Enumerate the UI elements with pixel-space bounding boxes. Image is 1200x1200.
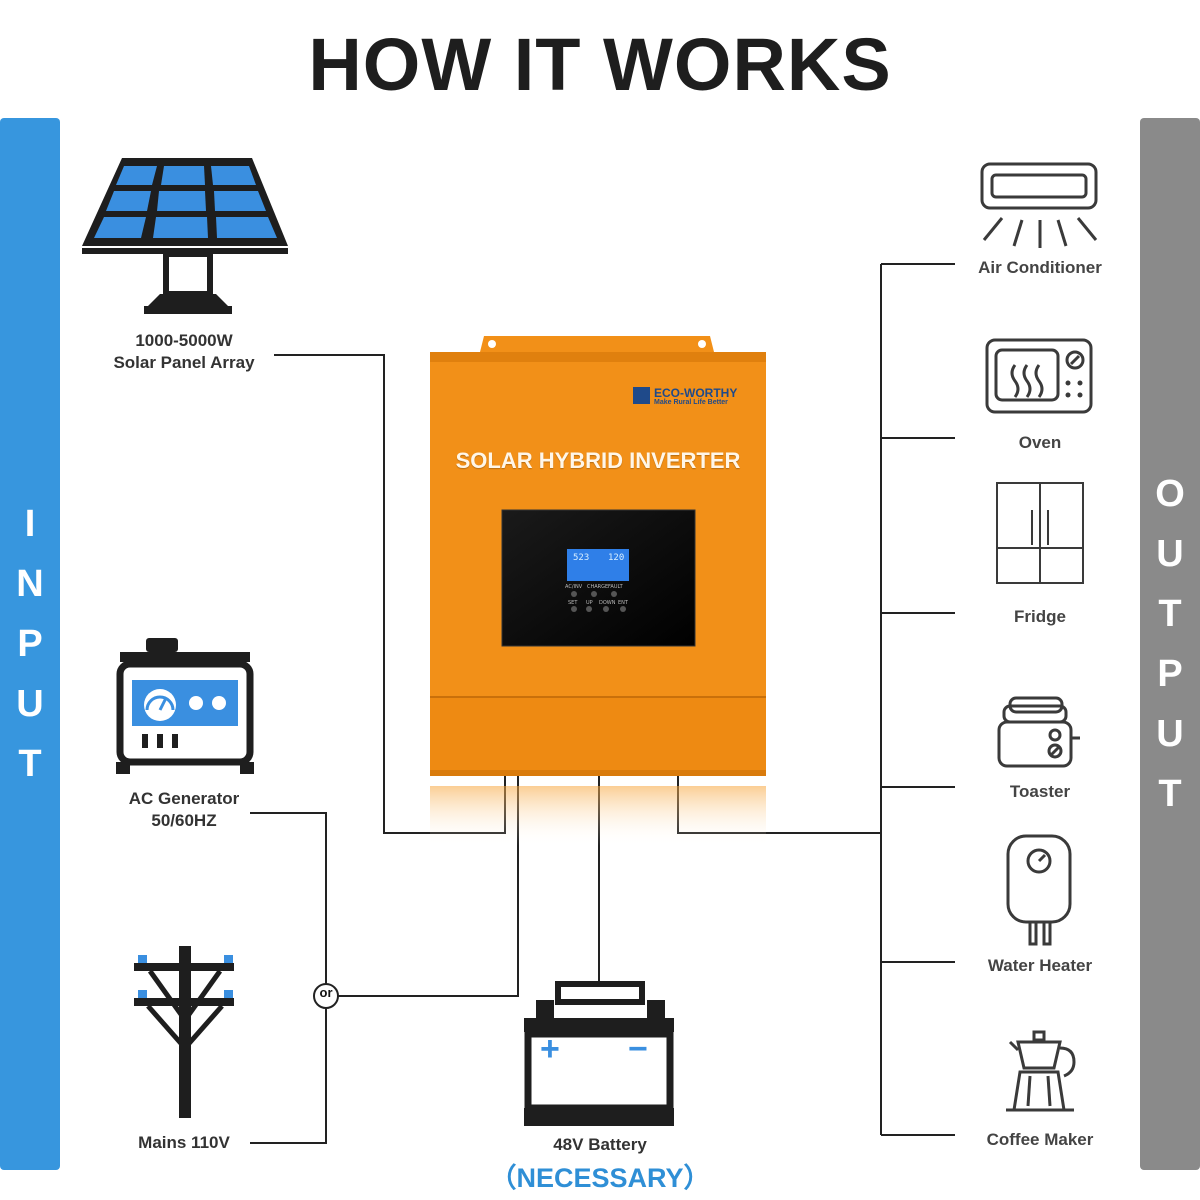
input-letter: I [24,503,36,545]
input-letter: U [16,683,44,725]
button-label: UP [586,600,593,606]
generator-label-name: AC Generator [128,789,240,808]
output-label-air-conditioner: Air Conditioner [978,258,1102,277]
inverter-title: SOLAR HYBRID INVERTER [455,448,741,473]
coffee-maker-icon [1006,1030,1076,1112]
lcd-readout-left: 523 [573,553,590,563]
lcd-screen [567,549,629,581]
battery-icon [524,981,674,1126]
inverter-unit [430,336,766,846]
output-letter: O [1155,473,1185,515]
water-heater-icon [1006,834,1072,946]
indicator-label: AC/INV [565,584,583,590]
solar-label: 1000-5000W Solar Panel Array [94,330,274,374]
input-letter: N [16,563,44,605]
solar-panel-icon [82,158,288,314]
fridge-icon [996,482,1084,584]
utility-pole-icon [134,946,234,1118]
button-label: DOWN [599,600,616,606]
toaster-icon [997,696,1080,768]
solar-label-power: 1000-5000W [135,331,233,350]
grid-wire [338,776,519,997]
or-label: or [319,985,333,1000]
button-label: SET [568,600,578,606]
indicator-label: FAULT [608,584,623,590]
or-junction [313,983,339,1009]
output-label-toaster: Toaster [1009,782,1071,801]
output-letter: T [1158,773,1182,815]
output-letter: U [1156,533,1184,575]
oven-icon [985,338,1093,414]
generator-label: AC Generator 50/60HZ [94,788,274,832]
output-letter: U [1156,713,1184,755]
output-letter: P [1157,653,1183,695]
button-label: ENT [618,600,628,606]
input-letter: P [17,623,43,665]
output-label-water-heater: Water Heater [987,956,1093,975]
battery-minus-sign: − [628,1030,648,1068]
generator-label-freq: 50/60HZ [151,811,217,830]
battery-plus-sign: + [540,1030,560,1068]
inverter-brand: ECO-WORTHY [654,386,738,400]
page-title: HOW IT WORKS [308,23,892,106]
output-letter: T [1158,593,1182,635]
output-sidebar: O U T P U T [1140,118,1200,1170]
output-label-oven: Oven [1018,433,1062,452]
generator-wire [250,812,327,984]
mains-wire [250,1007,327,1144]
solar-label-name: Solar Panel Array [113,353,255,372]
generator-icon [116,638,254,774]
mains-label: Mains 110V [138,1133,230,1152]
lcd-readout-right: 120 [608,553,625,563]
output-label-coffee-maker: Coffee Maker [986,1130,1094,1149]
output-label-fridge: Fridge [1014,607,1066,626]
inverter-logo [633,387,650,404]
air-conditioner-icon [980,162,1098,248]
inverter-tagline: Make Rural Life Better [654,399,728,406]
battery-label: 48V Battery [553,1135,647,1154]
battery-necessary-note: （NECESSARY） [489,1163,711,1193]
indicator-label: CHARGE [587,584,609,590]
input-sidebar: I N P U T [0,118,60,1170]
input-letter: T [18,743,42,785]
